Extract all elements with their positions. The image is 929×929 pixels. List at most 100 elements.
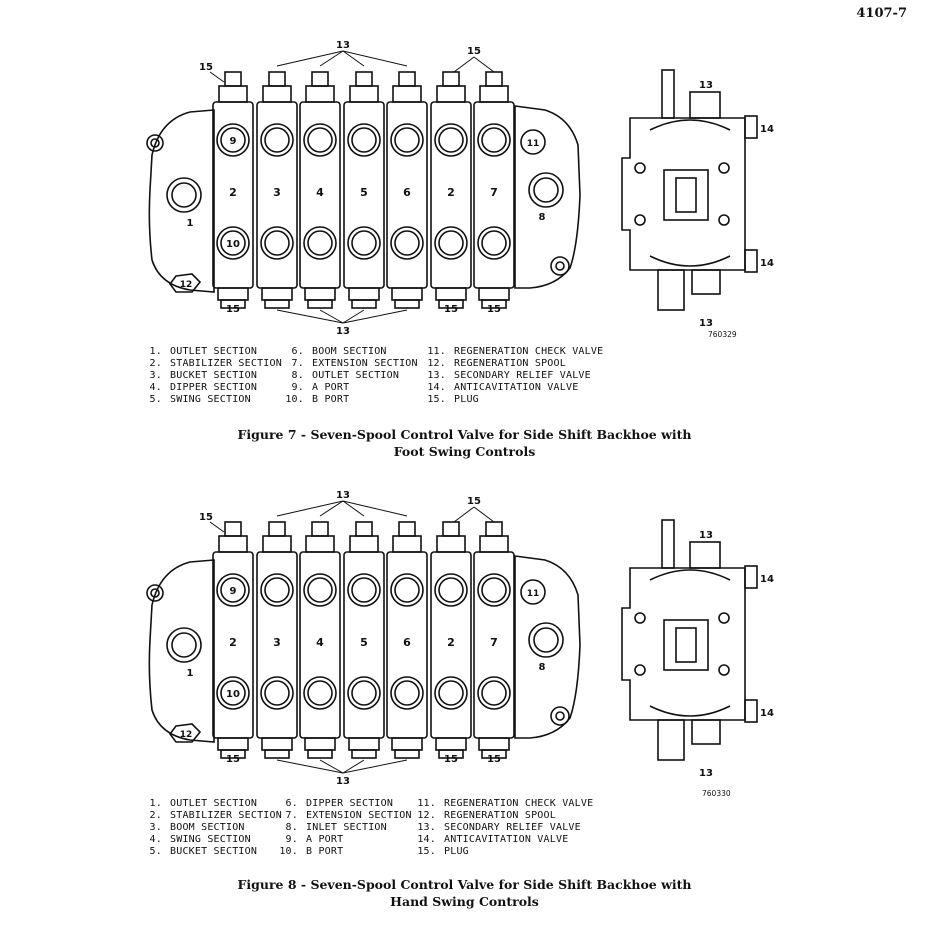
work-port-b-inner bbox=[438, 230, 464, 256]
spool-clevis bbox=[398, 521, 416, 537]
legend-item: 15.PLUG bbox=[427, 394, 479, 405]
legend-item: 11.REGENERATION CHECK VALVE bbox=[417, 798, 594, 809]
leader-line bbox=[319, 309, 344, 324]
legend-item: 1.OUTLET SECTION bbox=[149, 798, 258, 809]
side-view-slot bbox=[675, 627, 697, 663]
end-cover-left bbox=[148, 559, 215, 743]
work-port-b bbox=[390, 676, 424, 710]
mount-hole bbox=[150, 138, 160, 148]
relief-nut-bottom bbox=[438, 299, 464, 309]
callout-anticavitation-top: 14 bbox=[760, 124, 774, 135]
work-port-a-inner bbox=[220, 577, 246, 603]
callout-regen-spool: 12 bbox=[180, 280, 193, 290]
bolt-head bbox=[634, 162, 646, 174]
bolt-head bbox=[634, 612, 646, 624]
relief-nut-bottom bbox=[438, 749, 464, 759]
spool-clevis bbox=[268, 521, 286, 537]
end-cover-left bbox=[148, 109, 215, 293]
work-port-b bbox=[390, 226, 424, 260]
legend-item: 14.ANTICAVITATION VALVE bbox=[427, 382, 579, 393]
work-port-b-inner bbox=[220, 230, 246, 256]
leader-line bbox=[453, 56, 475, 73]
callout-plug-bottom-2: 15 bbox=[444, 754, 458, 765]
legend-item: 5.SWING SECTION bbox=[149, 394, 251, 405]
work-port-a-inner bbox=[220, 127, 246, 153]
spool-clevis bbox=[268, 71, 286, 87]
callout-secondary-relief-top: 13 bbox=[336, 490, 350, 501]
mount-hole-right bbox=[555, 261, 565, 271]
leader-line bbox=[276, 500, 344, 517]
leader-line bbox=[342, 50, 408, 67]
relief-cap-bottom bbox=[304, 737, 336, 751]
leader-line bbox=[342, 500, 365, 517]
relief-cap-bottom bbox=[304, 287, 336, 301]
relief-cap-bottom bbox=[261, 287, 293, 301]
leader-line bbox=[209, 521, 225, 533]
mount-ear-right bbox=[550, 256, 570, 276]
relief-cap-bottom bbox=[348, 287, 380, 301]
callout-outlet-right: 8 bbox=[539, 212, 546, 223]
callout-secondary-relief-bottom: 13 bbox=[336, 776, 350, 787]
leader-line bbox=[342, 50, 365, 67]
page-number: 4107-7 bbox=[856, 6, 907, 21]
regeneration-spool-nut bbox=[169, 723, 202, 743]
section-number: 2 bbox=[447, 636, 455, 649]
spool-clevis bbox=[224, 71, 242, 87]
legend-item: 4.DIPPER SECTION bbox=[149, 382, 258, 393]
work-port-a-inner bbox=[438, 577, 464, 603]
side-view-body bbox=[621, 567, 746, 721]
relief-cap-bottom bbox=[391, 287, 423, 301]
relief-nut-bottom bbox=[351, 299, 377, 309]
legend-item: 11.REGENERATION CHECK VALVE bbox=[427, 346, 604, 357]
leader-line bbox=[342, 500, 408, 517]
bolt-head bbox=[718, 214, 730, 226]
spool-end-side bbox=[661, 69, 675, 119]
work-port-b bbox=[347, 676, 381, 710]
callout-regen-spool: 12 bbox=[180, 730, 193, 740]
callout-plug-bottom-1: 15 bbox=[226, 754, 240, 765]
legend-column-2: 6.DIPPER SECTION 7.EXTENSION SECTION 8.I… bbox=[276, 798, 412, 858]
side-view-contour bbox=[649, 569, 731, 581]
leader-line bbox=[473, 506, 495, 523]
work-port-a bbox=[347, 573, 381, 607]
outlet-port-left-inner bbox=[171, 182, 197, 208]
callout-port-a: 9 bbox=[230, 586, 237, 597]
relief-cap-bottom bbox=[217, 737, 249, 751]
work-port-b-inner bbox=[220, 680, 246, 706]
leader-line bbox=[342, 759, 408, 774]
callout-plug-top-right: 15 bbox=[467, 496, 481, 507]
leader-line bbox=[209, 71, 225, 83]
work-port-b-inner bbox=[351, 680, 377, 706]
work-port-b bbox=[434, 676, 468, 710]
legend-column-1: 1.OUTLET SECTION 2.STABILIZER SECTION 3.… bbox=[140, 798, 282, 858]
callout-secondary-relief-side-top: 13 bbox=[699, 80, 713, 91]
legend-item: 2.STABILIZER SECTION bbox=[149, 358, 282, 369]
work-port-a-inner bbox=[351, 577, 377, 603]
legend-item: 6.DIPPER SECTION bbox=[285, 798, 394, 809]
spool-clevis bbox=[485, 521, 503, 537]
legend-item: 13.SECONDARY RELIEF VALVE bbox=[427, 370, 591, 381]
section-number: 2 bbox=[229, 186, 237, 199]
fitting-bottom-left bbox=[657, 719, 685, 761]
anticavitation-valve-bottom bbox=[744, 249, 758, 273]
relief-cap-bottom bbox=[435, 287, 467, 301]
legend-item: 6.BOOM SECTION bbox=[291, 346, 387, 357]
work-port-a bbox=[347, 123, 381, 157]
end-cover-right bbox=[514, 105, 581, 289]
work-port-a bbox=[434, 573, 468, 607]
work-port-b-inner bbox=[351, 230, 377, 256]
section-number: 4 bbox=[316, 636, 324, 649]
callout-anticavitation-bottom: 14 bbox=[760, 258, 774, 269]
relief-nut-bottom bbox=[351, 749, 377, 759]
callout-port-a: 9 bbox=[230, 136, 237, 147]
anticavitation-valve-top bbox=[744, 115, 758, 139]
relief-cap-bottom bbox=[261, 737, 293, 751]
figure-caption: Figure 8 - Seven-Spool Control Valve for… bbox=[237, 877, 692, 909]
section-number: 3 bbox=[273, 636, 281, 649]
side-view-contour bbox=[649, 255, 731, 267]
work-port-b-inner bbox=[307, 230, 333, 256]
section-number: 7 bbox=[490, 186, 498, 199]
